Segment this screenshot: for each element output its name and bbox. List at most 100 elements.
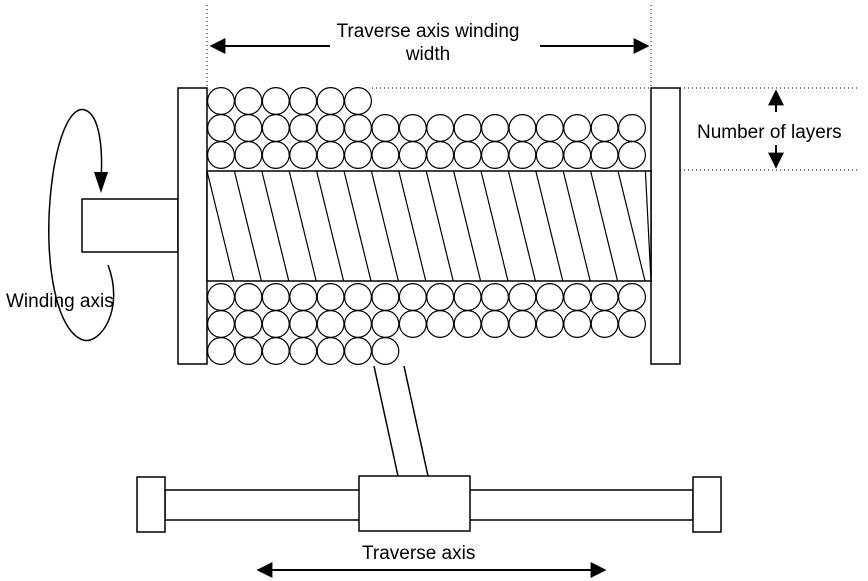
- wire-turn: [261, 86, 290, 115]
- wire-turn: [563, 283, 592, 312]
- wire-turn: [289, 337, 318, 366]
- core-wire-line: [288, 170, 317, 282]
- wire-turn: [344, 337, 373, 366]
- traverse-carriage: [358, 475, 471, 532]
- wire-turn: [207, 283, 236, 312]
- wire-turn: [481, 283, 510, 312]
- wire-turn: [398, 113, 427, 142]
- wire-turn: [207, 310, 236, 339]
- guide-lines: [206, 5, 860, 171]
- feed-wire-left: [373, 365, 399, 477]
- core-wire-lines: [206, 170, 652, 282]
- core-wire-line: [617, 170, 646, 282]
- wire-turn: [508, 310, 537, 339]
- wire-turn: [234, 86, 263, 115]
- wire-turn: [316, 86, 345, 115]
- wire-turn: [453, 310, 482, 339]
- core-wire-line: [562, 170, 591, 282]
- left-flange: [177, 87, 208, 365]
- wire-turn: [234, 113, 263, 142]
- rotation-ellipse: [48, 108, 115, 342]
- wire-turn: [371, 337, 400, 366]
- wire-turn: [453, 113, 482, 142]
- wire-turn: [426, 141, 455, 170]
- wire-turn: [398, 283, 427, 312]
- wire-turn: [535, 141, 564, 170]
- core-wire-line: [370, 170, 399, 282]
- wire-turn: [371, 310, 400, 339]
- wire-turn: [617, 141, 646, 170]
- core-wire-line: [425, 170, 454, 282]
- wire-turn: [207, 86, 236, 115]
- wire-turn: [207, 337, 236, 366]
- wire-turn: [344, 141, 373, 170]
- right-flange: [650, 87, 681, 365]
- wire-turn: [426, 113, 455, 142]
- wire-turn: [563, 113, 592, 142]
- core-wire-line: [343, 170, 372, 282]
- traverse-axis-label: Traverse axis: [362, 543, 476, 564]
- wire-turn: [289, 86, 318, 115]
- wire-turn: [371, 141, 400, 170]
- wire-turn: [398, 310, 427, 339]
- wire-turn: [261, 113, 290, 142]
- wire-turn: [316, 283, 345, 312]
- core-wire-line: [644, 170, 652, 282]
- wire-turn: [535, 310, 564, 339]
- wire-turn: [234, 337, 263, 366]
- traverse-assembly: [136, 475, 722, 533]
- wire-turn: [344, 86, 373, 115]
- wire-turn: [535, 283, 564, 312]
- traverse-right-end: [692, 476, 722, 533]
- wire-turn: [289, 113, 318, 142]
- core-wire-line: [590, 170, 619, 282]
- traverse-width-label: Traverse axis winding width: [336, 21, 520, 65]
- wire-turn: [207, 141, 236, 170]
- winding-rotation-arrow: [48, 108, 115, 342]
- wire-turn: [481, 141, 510, 170]
- feed-wire: [373, 365, 429, 477]
- wire-turn: [261, 283, 290, 312]
- wire-turn: [289, 141, 318, 170]
- wire-turn: [590, 113, 619, 142]
- wire-turn: [563, 141, 592, 170]
- wire-turn: [316, 310, 345, 339]
- wire-turn: [590, 141, 619, 170]
- wire-turn: [316, 141, 345, 170]
- wire-turn: [234, 310, 263, 339]
- wire-turn: [481, 113, 510, 142]
- wire-turn: [508, 283, 537, 312]
- wire-turn: [453, 141, 482, 170]
- wire-turn: [371, 283, 400, 312]
- spool-core: [206, 170, 652, 282]
- core-wire-line: [206, 170, 235, 282]
- core-wire-line: [316, 170, 345, 282]
- wire-turn: [426, 283, 455, 312]
- wire-turn: [234, 141, 263, 170]
- wire-turn: [563, 310, 592, 339]
- wire-turn: [344, 310, 373, 339]
- traverse-left-end: [136, 476, 166, 533]
- rotation-arrowhead: [94, 172, 108, 193]
- wire-turn: [508, 113, 537, 142]
- spool-shaft: [81, 198, 179, 253]
- core-wire-line: [535, 170, 564, 282]
- wire-turn: [261, 337, 290, 366]
- wire-turn: [617, 113, 646, 142]
- wire-turn: [426, 310, 455, 339]
- core-wire-line: [398, 170, 427, 282]
- wire-turn: [261, 141, 290, 170]
- wire-turn: [453, 283, 482, 312]
- wire-turn: [207, 113, 236, 142]
- core-wire-line: [453, 170, 482, 282]
- wire-turn: [481, 310, 510, 339]
- feed-wire-right: [403, 365, 429, 477]
- wire-turn: [289, 310, 318, 339]
- wire-turn: [289, 283, 318, 312]
- wire-turn: [316, 337, 345, 366]
- number-of-layers-label: Number of layers: [697, 122, 842, 143]
- core-wire-line: [261, 170, 290, 282]
- wire-turn: [590, 283, 619, 312]
